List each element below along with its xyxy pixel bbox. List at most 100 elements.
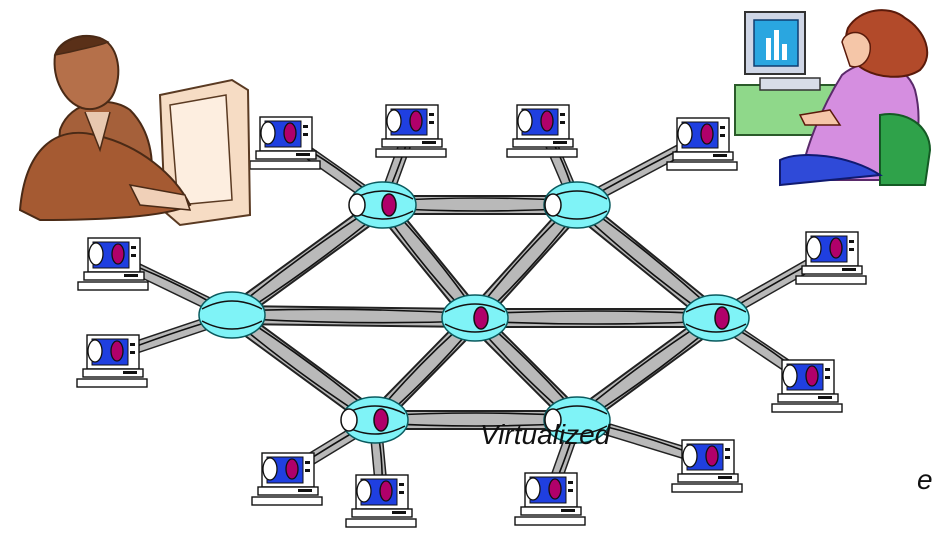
host-led	[131, 246, 136, 249]
host-led	[130, 343, 135, 346]
host-led	[131, 254, 136, 257]
host-port-white	[525, 477, 541, 501]
host-base	[82, 368, 144, 378]
host-keyboard	[77, 281, 149, 291]
host-led	[399, 491, 404, 494]
routers-layer	[198, 181, 750, 444]
host-port-white	[356, 479, 372, 503]
host-port-white	[88, 242, 104, 266]
router-wires	[201, 300, 263, 330]
host-base	[777, 393, 839, 403]
host-computer-8	[771, 359, 843, 413]
host-port-magenta	[379, 480, 393, 502]
host-port-white	[517, 109, 533, 133]
host-led	[429, 121, 434, 124]
host-port-white	[87, 339, 103, 363]
physical-link	[224, 307, 383, 428]
router-ml	[198, 291, 266, 339]
host-led	[560, 113, 565, 116]
host-drive	[561, 509, 575, 512]
host-led	[825, 368, 830, 371]
host-port-magenta	[111, 243, 125, 265]
host-keyboard	[671, 483, 743, 493]
host-port-magenta	[805, 365, 819, 387]
host-led	[560, 121, 565, 124]
virtual-port-white	[340, 408, 358, 432]
host-led	[305, 469, 310, 472]
router-mc	[441, 294, 509, 342]
host-keyboard	[795, 275, 867, 285]
virtual-port-white	[544, 193, 562, 217]
virtual-port-magenta	[381, 193, 397, 217]
host-port-white	[262, 457, 278, 481]
host-computer-1	[249, 116, 321, 170]
host-keyboard	[771, 403, 843, 413]
host-drive	[123, 371, 137, 374]
host-led	[849, 240, 854, 243]
host-port-white	[260, 121, 276, 145]
host-port-white	[782, 364, 798, 388]
diagram-caption: Virtualized	[480, 419, 611, 450]
host-computer-7	[795, 231, 867, 285]
host-drive	[553, 141, 567, 144]
physical-link	[224, 197, 391, 323]
host-led	[568, 481, 573, 484]
host-led	[720, 126, 725, 129]
host-computer-2	[375, 104, 447, 158]
host-port-magenta	[283, 122, 297, 144]
host-port-white	[682, 444, 698, 468]
host-led	[429, 113, 434, 116]
physical-link	[569, 197, 724, 326]
host-port-white	[386, 109, 402, 133]
router-bl	[340, 396, 409, 444]
host-keyboard	[514, 516, 586, 526]
host-computer-10	[345, 474, 417, 528]
host-drive	[422, 141, 436, 144]
host-base	[512, 138, 574, 148]
host-computer-6	[76, 334, 148, 388]
router-br	[543, 396, 611, 444]
host-port-magenta	[829, 237, 843, 259]
host-led	[305, 461, 310, 464]
host-keyboard	[249, 160, 321, 170]
host-base	[801, 265, 863, 275]
host-led	[568, 489, 573, 492]
host-base	[351, 508, 413, 518]
host-base	[257, 486, 319, 496]
host-led	[303, 125, 308, 128]
host-port-magenta	[110, 340, 124, 362]
host-keyboard	[666, 161, 738, 171]
host-drive	[818, 396, 832, 399]
host-keyboard	[345, 518, 417, 528]
host-port-magenta	[705, 445, 719, 467]
host-base	[381, 138, 443, 148]
hosts-layer	[76, 104, 867, 528]
host-keyboard	[506, 148, 578, 158]
cropped-caption-fragment: e	[917, 464, 933, 495]
host-computer-9	[251, 452, 323, 506]
host-computer-3	[506, 104, 578, 158]
host-computer-4	[666, 117, 738, 171]
host-port-white	[806, 236, 822, 260]
physical-link	[224, 307, 483, 326]
virtual-port-white	[348, 193, 366, 217]
host-led	[825, 376, 830, 379]
virtual-port-magenta	[714, 306, 730, 330]
host-base	[520, 506, 582, 516]
router-wires	[444, 303, 506, 333]
host-base	[255, 150, 317, 160]
host-drive	[713, 154, 727, 157]
host-led	[725, 456, 730, 459]
host-keyboard	[375, 148, 447, 158]
router-wires	[685, 303, 747, 333]
host-drive	[392, 511, 406, 514]
host-port-magenta	[548, 478, 562, 500]
host-keyboard	[76, 378, 148, 388]
virtual-port-magenta	[473, 306, 489, 330]
host-base	[677, 473, 739, 483]
woman-icon	[734, 9, 932, 187]
host-led	[303, 133, 308, 136]
host-computer-11	[514, 472, 586, 526]
